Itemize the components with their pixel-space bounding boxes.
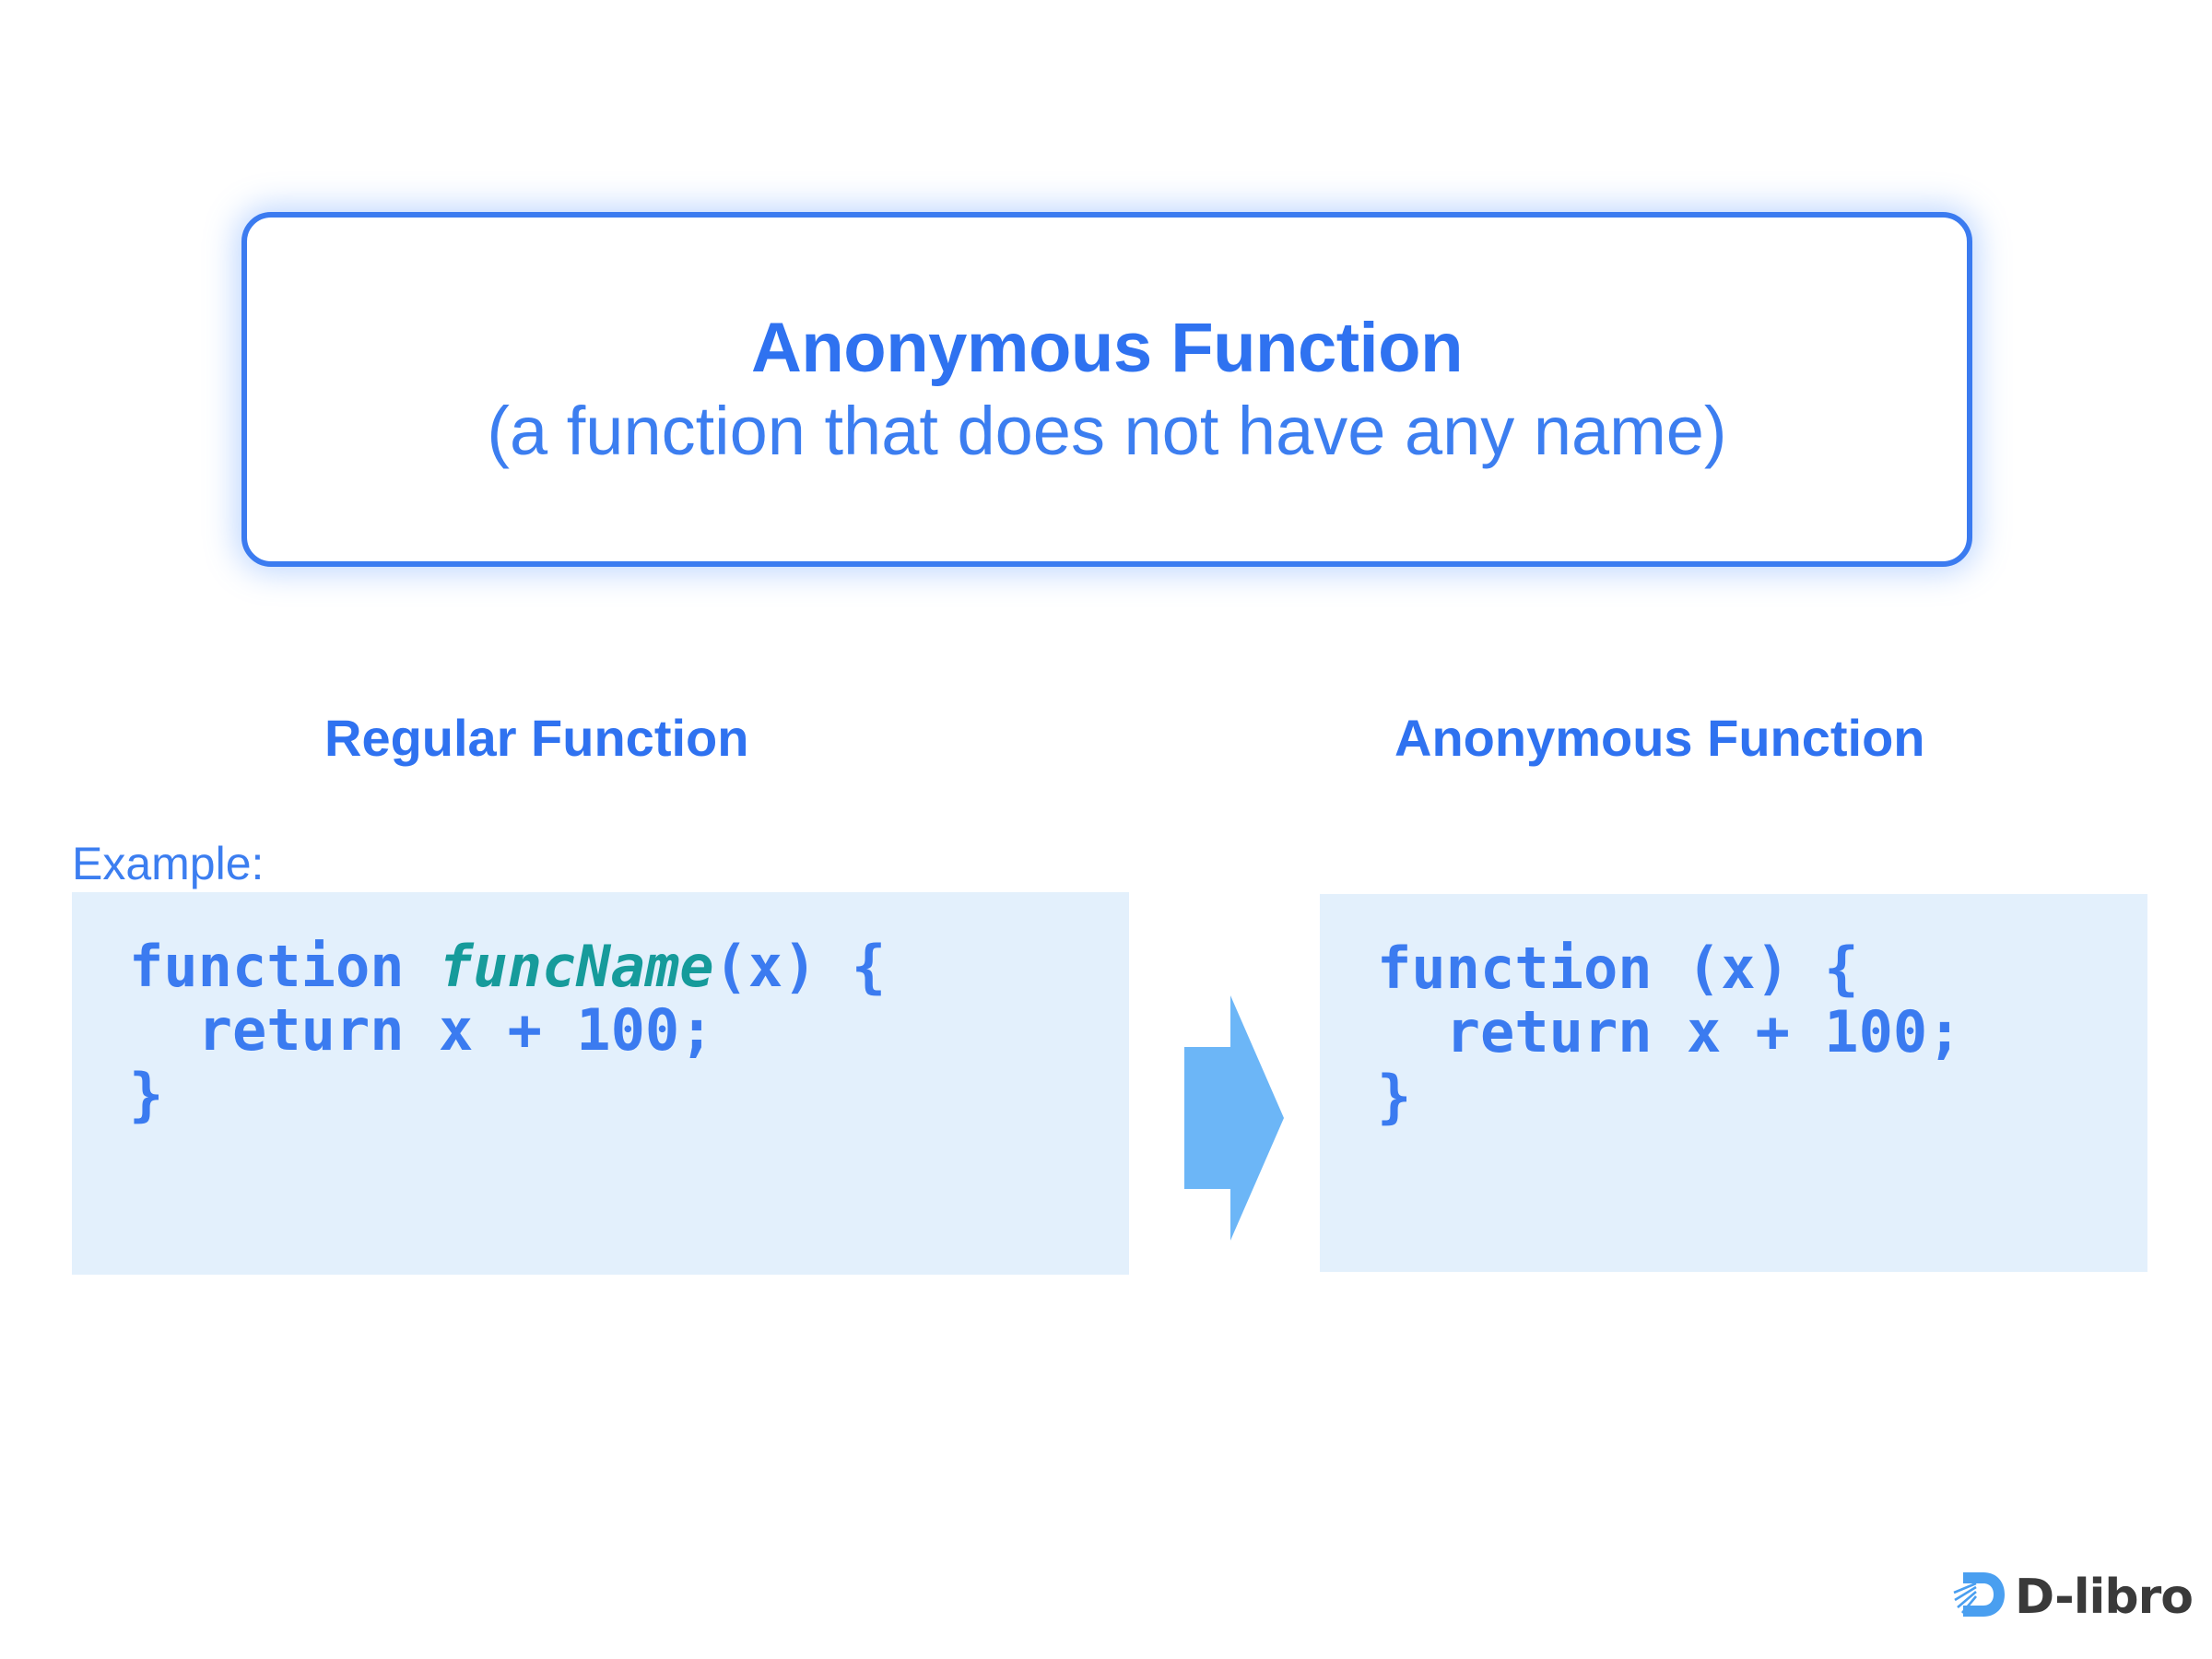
code-block-anonymous-function: function (x) { return x + 100; } [1320, 894, 2147, 1272]
code-line: function (x) { [1377, 935, 1859, 1002]
right-block-arrow-icon [1182, 994, 1286, 1242]
code-line: } [129, 1060, 164, 1128]
code-line: return x + 100; [129, 996, 714, 1065]
column-heading-regular-function: Regular Function [324, 709, 749, 767]
brand-logo: D-libro [1952, 1567, 2194, 1627]
arrow-shape [1184, 995, 1284, 1241]
d-libro-book-icon [1952, 1567, 2009, 1627]
logo-fan-lines [1953, 1582, 1977, 1614]
example-label: Example: [72, 838, 265, 889]
code-params-and-brace: (x) { [713, 933, 887, 1000]
code-block-regular-function: function funcName(x) { return x + 100; } [72, 892, 1129, 1275]
code-line: } [1377, 1062, 1412, 1130]
column-heading-anonymous-function: Anonymous Function [1394, 709, 1925, 767]
page-subtitle: (a function that does not have any name) [487, 392, 1727, 469]
title-callout-box: Anonymous Function (a function that does… [241, 212, 1972, 567]
page-title: Anonymous Function [750, 308, 1464, 387]
logo-wordmark: D-libro [2015, 1569, 2194, 1625]
code-function-name: funcName [438, 933, 714, 1000]
code-keyword-function: function [129, 933, 439, 1000]
code-line: function funcName(x) { [129, 935, 1129, 998]
logo-d-shape [1963, 1572, 2005, 1617]
code-line: return x + 100; [1377, 998, 1962, 1066]
